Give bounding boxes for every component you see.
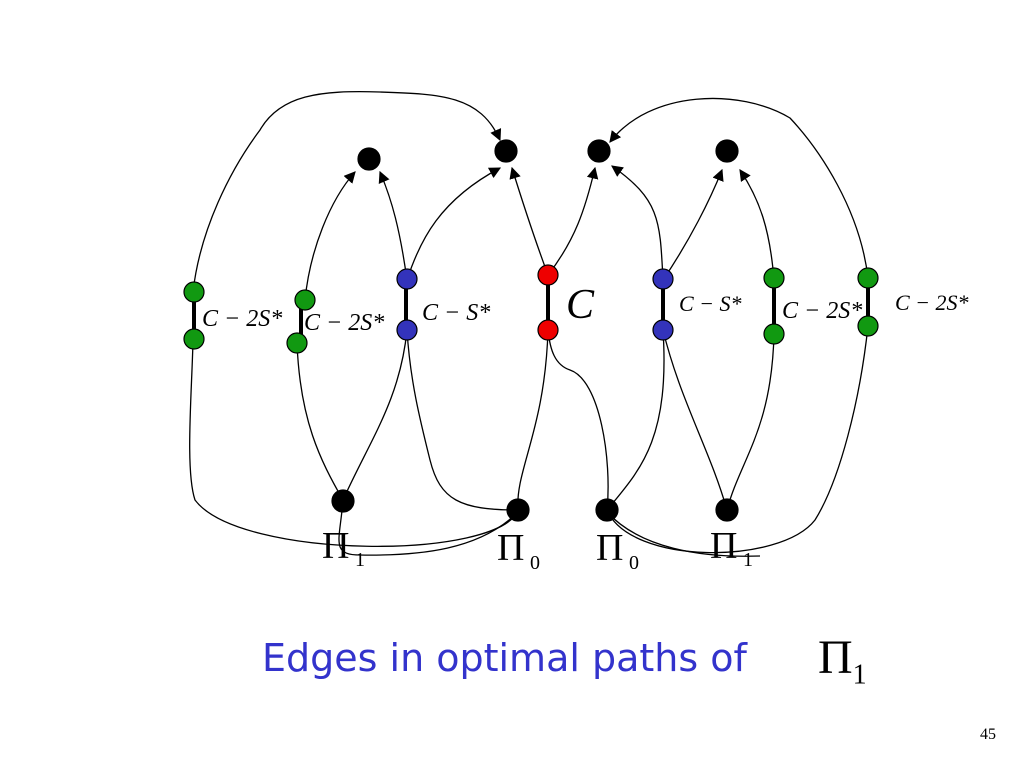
label-left-blue: C − S*	[422, 300, 490, 326]
edge-pi1l-green	[296, 342, 344, 501]
pi0-right-label: Π 0	[596, 527, 639, 574]
blue-node-left-bottom	[396, 319, 418, 341]
pi1-left-subscript: 1	[355, 549, 365, 571]
green-node-right-inner-top	[763, 267, 785, 289]
edge-pi1r-green	[726, 332, 775, 511]
top-node-2	[494, 139, 518, 163]
pi0-left-symbol: Π	[497, 527, 524, 569]
edge-outer-loop-right	[606, 325, 869, 554]
label-center: C	[566, 282, 595, 328]
edge-pi0l-red	[517, 329, 549, 511]
green-node-left-inner-bottom	[286, 332, 308, 354]
red-node-bottom	[537, 319, 559, 341]
pi0-left-label: Π 0	[497, 527, 540, 574]
edge-green-top1	[304, 171, 356, 301]
edge-pi0r-blue	[606, 329, 665, 511]
label-left-inner: C − 2S*	[304, 310, 384, 336]
label-right-outer: C − 2S*	[895, 290, 969, 315]
blue-node-left-top	[396, 268, 418, 290]
label-left-outer: C − 2S*	[202, 306, 282, 332]
green-node-left-inner-top	[294, 289, 316, 311]
edge-red-top2	[509, 166, 549, 276]
edge-blue-top1	[378, 170, 408, 281]
pi1-right-label: Π 1	[710, 525, 753, 571]
graph-diagram: C − 2S* C − 2S* C − S* C C − S* C − 2S* …	[183, 91, 969, 574]
pi0-right-node	[595, 498, 619, 522]
edge-pi1r-bottom	[606, 511, 761, 557]
pi1-right-subscript: 1	[743, 549, 753, 571]
nodes	[183, 139, 879, 522]
pi1-right-node	[715, 498, 739, 522]
label-right-inner: C − 2S*	[782, 298, 862, 324]
edge-outer-loop-left-top	[192, 91, 502, 293]
edge-green-top4	[739, 169, 775, 281]
caption-pi: Π1	[818, 630, 867, 692]
pi0-left-subscript: 0	[530, 552, 540, 574]
edge-pi1l-bottom	[338, 499, 519, 556]
top-node-4	[715, 139, 739, 163]
pi1-left-node	[331, 489, 355, 513]
edge-blue-top3	[611, 165, 664, 281]
edge-pi1r-blue	[662, 329, 728, 511]
caption-pi-subscript: 1	[852, 659, 867, 691]
pi1-left-symbol: Π	[322, 525, 349, 567]
red-node-top	[537, 264, 559, 286]
blue-node-right-top	[652, 268, 674, 290]
label-right-blue: C − S*	[679, 291, 742, 316]
caption-text: Edges in optimal paths of	[262, 636, 747, 680]
edge-outer-loop-left	[189, 339, 519, 547]
edge-pi0l-blue	[406, 329, 519, 511]
pi1-left-label: Π 1	[322, 525, 365, 571]
pi0-right-symbol: Π	[596, 527, 623, 569]
pi0-right-subscript: 0	[629, 552, 639, 574]
pi0-left-node	[506, 498, 530, 522]
edge-outer-loop-right-top	[609, 97, 869, 279]
green-node-right-outer-top	[857, 267, 879, 289]
top-node-3	[587, 139, 611, 163]
green-node-right-inner-bottom	[763, 323, 785, 345]
edge-blue-top4	[662, 168, 724, 281]
edge-pi0r-red	[547, 329, 609, 511]
edge-blue-top2	[406, 167, 502, 281]
pi1-right-symbol: Π	[710, 525, 737, 567]
curved-edges	[189, 91, 869, 557]
page-number: 45	[980, 726, 996, 743]
thick-edges	[192, 279, 870, 338]
edge-pi1l-blue	[342, 329, 408, 501]
green-node-right-outer-bottom	[857, 315, 879, 337]
caption-pi-symbol: Π	[818, 631, 853, 684]
blue-node-right-bottom	[652, 319, 674, 341]
edge-red-top3	[547, 166, 599, 276]
green-node-left-outer-top	[183, 281, 205, 303]
green-node-left-outer-bottom	[183, 328, 205, 350]
top-node-1	[357, 147, 381, 171]
